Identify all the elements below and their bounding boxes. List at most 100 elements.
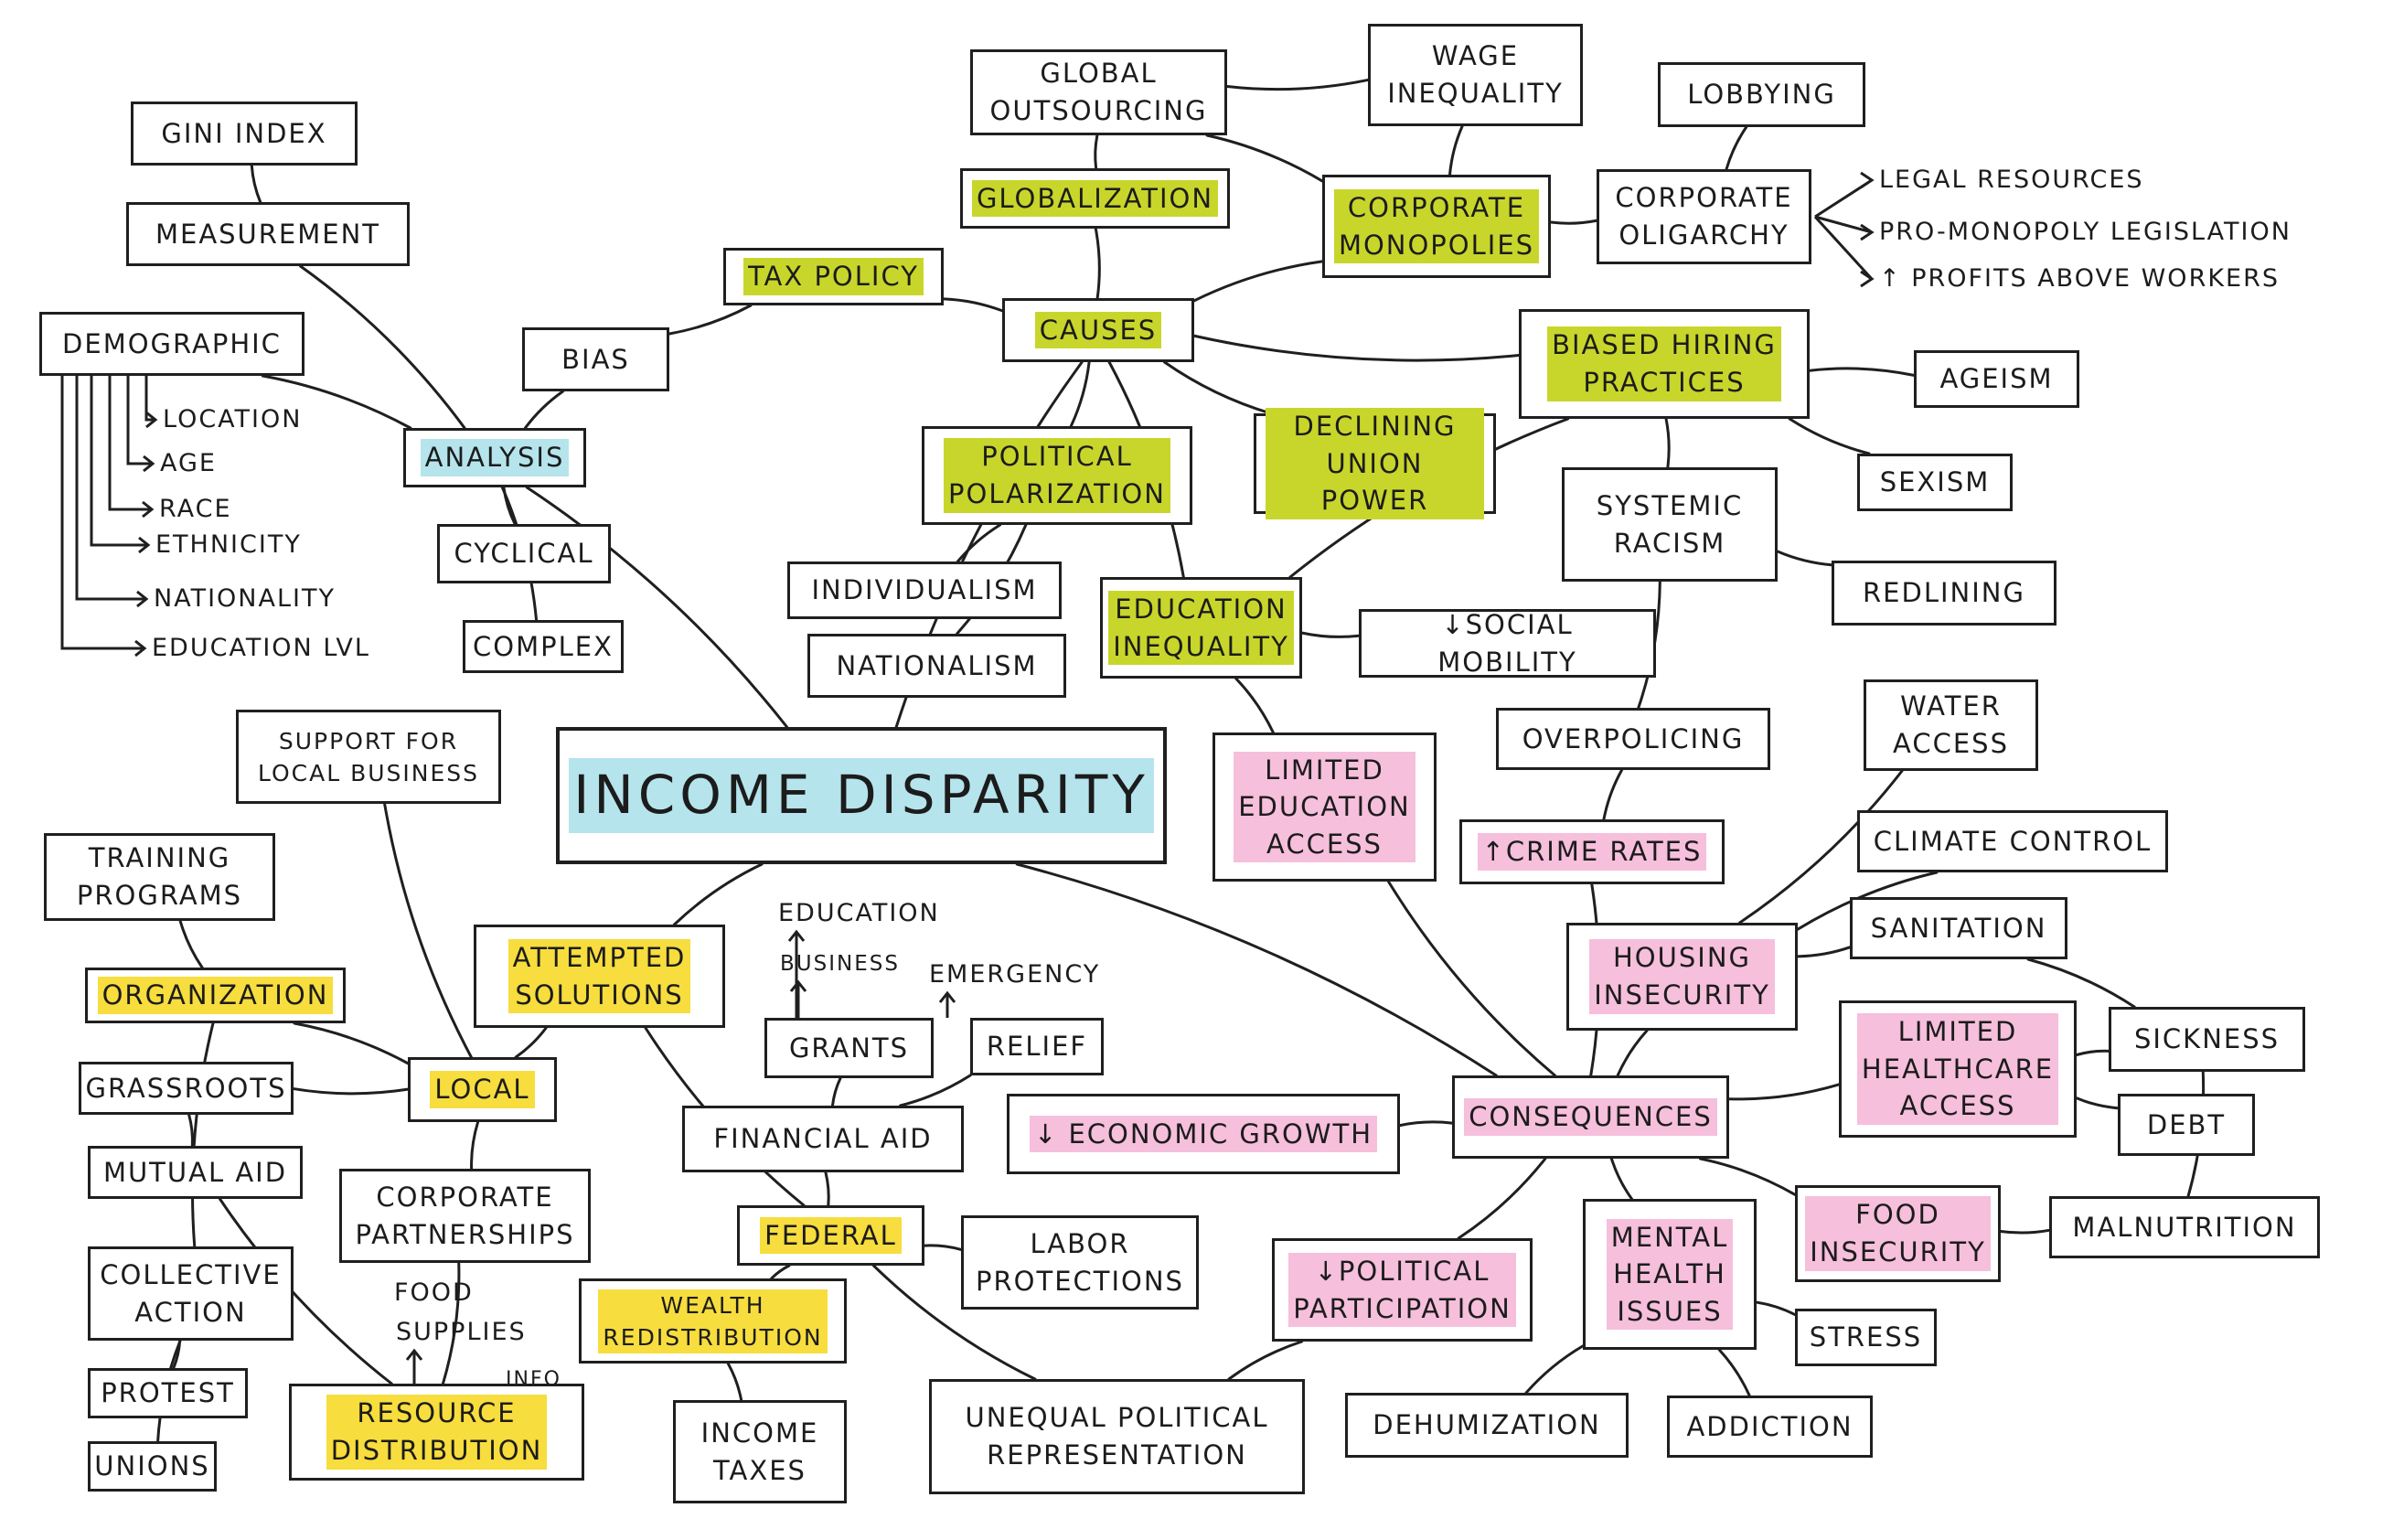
ageism-label: AGEISM bbox=[1939, 363, 2054, 395]
relief-label: RELIEF bbox=[986, 1031, 1088, 1063]
sexism-node: SEXISM bbox=[1857, 454, 2013, 511]
connector-federal-to-wealth-redistribution bbox=[770, 1264, 791, 1280]
political-polarization-node: POLITICAL POLARIZATION bbox=[922, 426, 1192, 525]
connector-analysis-to-bias bbox=[523, 390, 565, 430]
labor-protections-node: LABOR PROTECTIONS bbox=[961, 1215, 1199, 1310]
relief-node: RELIEF bbox=[970, 1018, 1104, 1075]
connector-causes-to-political-polarization bbox=[1069, 360, 1091, 428]
connector-consequences-to-limited-healthcare-access bbox=[1727, 1083, 1841, 1101]
global-outsourcing-label: GLOBAL OUTSOURCING bbox=[989, 58, 1208, 126]
corporate-partnerships-node: CORPORATE PARTNERSHIPS bbox=[339, 1169, 591, 1263]
complex-label: COMPLEX bbox=[473, 630, 614, 662]
connector-biased-hiring-practices-to-ageism bbox=[1808, 367, 1916, 377]
measurement-node: MEASUREMENT bbox=[126, 202, 410, 266]
systemic-racism-label: SYSTEMIC RACISM bbox=[1596, 489, 1744, 559]
connector-consequences-to-limited-education-access bbox=[1386, 880, 1556, 1077]
globalization-node: GLOBALIZATION bbox=[960, 168, 1230, 229]
food-insecurity-node: FOOD INSECURITY bbox=[1795, 1185, 2001, 1282]
connector-housing-insecurity-to-water-access bbox=[1738, 769, 1904, 925]
connector-housing-insecurity-to-sanitation bbox=[1796, 946, 1852, 958]
resource-distribution-node: RESOURCE DISTRIBUTION bbox=[289, 1384, 584, 1481]
arrow-relief-to-emergency bbox=[938, 990, 956, 1018]
profits-above-workers-label-node: ↑ PROFITS ABOVE WORKERS bbox=[1879, 263, 2345, 294]
mental-health-issues-node: MENTAL HEALTH ISSUES bbox=[1583, 1199, 1757, 1350]
wealth-redistribution-label: WEALTH REDISTRIBUTION bbox=[598, 1289, 828, 1353]
global-outsourcing-node: GLOBAL OUTSOURCING bbox=[970, 49, 1227, 135]
connector-local-to-grassroots bbox=[292, 1087, 410, 1096]
debt-node: DEBT bbox=[2118, 1094, 2255, 1156]
crime-rates-label: ↑CRIME RATES bbox=[1477, 833, 1707, 871]
individualism-node: INDIVIDUALISM bbox=[787, 561, 1062, 619]
ethnicity-label-node: ETHNICITY bbox=[155, 529, 338, 561]
individualism-label: INDIVIDUALISM bbox=[811, 574, 1038, 606]
analysis-node: ANALYSIS bbox=[403, 428, 586, 487]
support-local-business-node: SUPPORT FOR LOCAL BUSINESS bbox=[236, 710, 501, 804]
bracket-demographic-to-age bbox=[126, 376, 155, 473]
connector-corporate-oligarchy-to-lobbying bbox=[1725, 125, 1748, 171]
addiction-label: ADDICTION bbox=[1686, 1410, 1854, 1442]
corporate-oligarchy-node: CORPORATE OLIGARCHY bbox=[1597, 169, 1811, 264]
bracket-demographic-to-ethnicity bbox=[90, 376, 151, 554]
connector-global-outsourcing-to-wage-inequality bbox=[1225, 78, 1370, 91]
malnutrition-label: MALNUTRITION bbox=[2072, 1211, 2297, 1243]
sexism-label: SEXISM bbox=[1879, 466, 1991, 498]
training-programs-node: TRAINING PROGRAMS bbox=[44, 833, 275, 921]
sanitation-node: SANITATION bbox=[1850, 897, 2067, 959]
redlining-node: REDLINING bbox=[1832, 561, 2056, 626]
housing-insecurity-label: HOUSING INSECURITY bbox=[1589, 939, 1775, 1014]
connector-political-polarization-to-individualism bbox=[956, 523, 1002, 563]
food-label-node: FOOD bbox=[394, 1277, 504, 1310]
protest-label: PROTEST bbox=[101, 1377, 235, 1409]
lobbying-label: LOBBYING bbox=[1687, 79, 1836, 111]
emergency-label-node: EMERGENCY bbox=[929, 958, 1112, 991]
grassroots-node: GRASSROOTS bbox=[79, 1062, 294, 1115]
sanitation-label: SANITATION bbox=[1870, 912, 2047, 944]
cyclical-node: CYCLICAL bbox=[437, 524, 611, 583]
arrow-oligarchy-to-pro-monopoly-legislation bbox=[1814, 215, 1875, 241]
stress-label: STRESS bbox=[1809, 1321, 1923, 1353]
pro-monopoly-legislation-label: PRO-MONOPOLY LEGISLATION bbox=[1879, 218, 2292, 247]
arrow-grants-to-education-grant bbox=[787, 929, 806, 1018]
overpolicing-label: OVERPOLICING bbox=[1522, 722, 1745, 754]
pro-monopoly-legislation-label-node: PRO-MONOPOLY LEGISLATION bbox=[1879, 217, 2345, 248]
connector-limited-healthcare-access-to-debt bbox=[2075, 1096, 2120, 1110]
redlining-label: REDLINING bbox=[1863, 577, 2025, 609]
housing-insecurity-node: HOUSING INSECURITY bbox=[1566, 923, 1798, 1031]
income-disparity-title: INCOME DISPARITY bbox=[569, 758, 1154, 833]
resource-distribution-label: RESOURCE DISTRIBUTION bbox=[326, 1395, 548, 1470]
financial-aid-label: FINANCIAL AID bbox=[713, 1123, 933, 1155]
corporate-monopolies-node: CORPORATE MONOPOLIES bbox=[1322, 175, 1551, 278]
connector-consequences-to-housing-insecurity bbox=[1616, 1029, 1649, 1077]
wealth-redistribution-node: WEALTH REDISTRIBUTION bbox=[579, 1278, 847, 1364]
connector-analysis-to-measurement bbox=[299, 264, 466, 430]
systemic-racism-node: SYSTEMIC RACISM bbox=[1562, 467, 1778, 582]
connector-education-inequality-to-social-mobility bbox=[1300, 631, 1361, 638]
income-disparity-central-node: INCOME DISPARITY bbox=[556, 727, 1167, 864]
water-access-label: WATER ACCESS bbox=[1893, 690, 2009, 759]
education-lvl-label-node: EDUCATION LVL bbox=[152, 632, 380, 665]
overpolicing-node: OVERPOLICING bbox=[1496, 708, 1770, 770]
social-mobility-label: ↓SOCIAL MOBILITY bbox=[1437, 608, 1577, 678]
age-label-node: AGE bbox=[160, 447, 261, 480]
connector-global-outsourcing-to-corporate-monopolies bbox=[1205, 134, 1324, 183]
lobbying-node: LOBBYING bbox=[1658, 62, 1865, 127]
profits-above-workers-label: ↑ PROFITS ABOVE WORKERS bbox=[1879, 264, 2280, 294]
arrow-oligarchy-to-legal-resources bbox=[1814, 171, 1875, 219]
causes-node: CAUSES bbox=[1002, 298, 1194, 362]
connector-biased-hiring-practices-to-sexism bbox=[1788, 417, 1871, 455]
climate-control-label: CLIMATE CONTROL bbox=[1873, 825, 2153, 857]
labor-protections-label: LABOR PROTECTIONS bbox=[976, 1227, 1184, 1297]
connector-financial-aid-to-relief bbox=[899, 1074, 972, 1107]
arrow-resource-distribution-to-supplies bbox=[405, 1348, 423, 1384]
connector-federal-to-unequal-political-representation bbox=[871, 1264, 1037, 1381]
connector-federal-to-financial-aid bbox=[824, 1171, 830, 1207]
connector-attempted-solutions-to-local bbox=[514, 1026, 548, 1059]
biased-hiring-practices-label: BIASED HIRING PRACTICES bbox=[1547, 326, 1781, 401]
stress-node: STRESS bbox=[1795, 1309, 1937, 1366]
grassroots-label: GRASSROOTS bbox=[85, 1072, 287, 1104]
organization-node: ORGANIZATION bbox=[85, 968, 346, 1023]
location-label-node: LOCATION bbox=[163, 403, 337, 436]
education-inequality-node: EDUCATION INEQUALITY bbox=[1100, 577, 1302, 679]
unions-node: UNIONS bbox=[88, 1441, 217, 1492]
connector-income-disparity-to-consequences bbox=[1015, 862, 1498, 1077]
